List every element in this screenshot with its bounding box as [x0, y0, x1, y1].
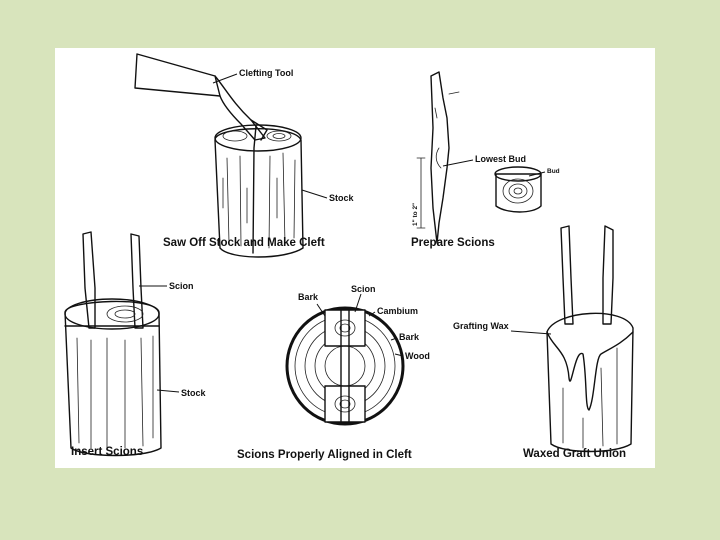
stock-label-top: Stock	[329, 193, 355, 203]
caption-prepare-scions: Prepare Scions	[411, 237, 495, 249]
diagram-panel: Clefting Tool Stock Saw Off Stock and Ma…	[55, 48, 655, 468]
scion-label-left: Scion	[169, 281, 194, 291]
cleft-grafting-diagram: Clefting Tool Stock Saw Off Stock and Ma…	[64, 53, 634, 461]
stock-left-leader	[156, 389, 180, 393]
lowest-bud-leader	[442, 159, 474, 167]
insert-scions-illustration	[64, 231, 162, 457]
bud-leader	[528, 171, 546, 177]
scion-center-leader	[354, 293, 362, 313]
cleft-cross-section-illustration	[285, 306, 405, 426]
stock-top-leader	[301, 189, 328, 199]
caption-scions-aligned: Scions Properly Aligned in Cleft	[237, 449, 412, 461]
caption-waxed-graft-union: Waxed Graft Union	[523, 448, 626, 460]
bud-label: Bud	[547, 168, 560, 175]
caption-saw-off-stock: Saw Off Stock and Make Cleft	[163, 237, 325, 249]
lowest-bud-label: Lowest Bud	[475, 154, 526, 164]
clefting-tool-label: Clefting Tool	[239, 68, 293, 78]
scion-preparation-illustration	[416, 71, 542, 244]
caption-insert-scions: Insert Scions	[71, 446, 143, 458]
cambium-leader	[368, 311, 376, 317]
bark-label-b: Bark	[399, 332, 420, 342]
scion-label-center: Scion	[351, 284, 376, 294]
clefting-tool-leader	[212, 73, 238, 84]
bark-label-a: Bark	[298, 292, 319, 302]
bark-a-leader	[316, 303, 326, 317]
wood-label: Wood	[405, 351, 430, 361]
grafting-wax-label: Grafting Wax	[453, 321, 509, 331]
stock-with-clefting-tool-illustration	[134, 53, 304, 258]
bark-b-leader	[390, 337, 398, 341]
cambium-label: Cambium	[377, 306, 418, 316]
measure-label: 1" to 2"	[412, 203, 419, 226]
stock-label-left: Stock	[181, 388, 207, 398]
waxed-graft-union-illustration	[546, 225, 634, 453]
wood-leader	[394, 353, 404, 357]
grafting-wax-leader	[510, 330, 552, 335]
